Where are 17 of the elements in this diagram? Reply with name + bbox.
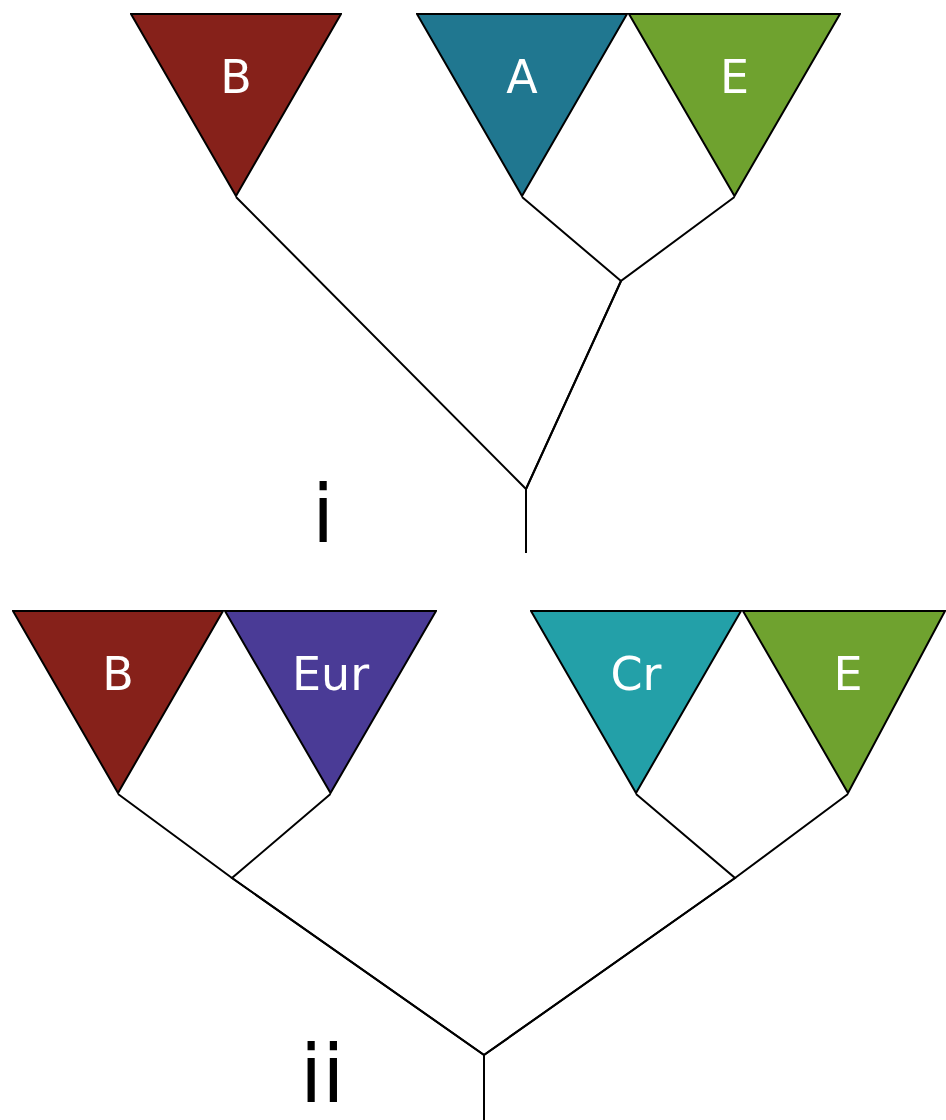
clade-label: B: [219, 51, 253, 103]
panel-label: i: [312, 470, 335, 560]
clade-triangle: [416, 13, 628, 197]
clade-triangle: [628, 13, 841, 197]
clade-triangle: [224, 610, 437, 794]
tree-branch: [525, 196, 736, 554]
clade-label: E: [832, 648, 864, 700]
clade-triangle: [530, 610, 742, 794]
panel-label: ii: [300, 1030, 345, 1120]
clade-triangle: [742, 610, 946, 794]
clade-label: E: [718, 51, 751, 103]
clade-triangle: [12, 610, 224, 794]
clade-label: Eur: [290, 648, 371, 700]
clade-label: B: [101, 648, 135, 700]
clade-triangle: [130, 13, 342, 197]
clade-label: Cr: [609, 648, 663, 700]
clade-label: A: [505, 51, 539, 103]
